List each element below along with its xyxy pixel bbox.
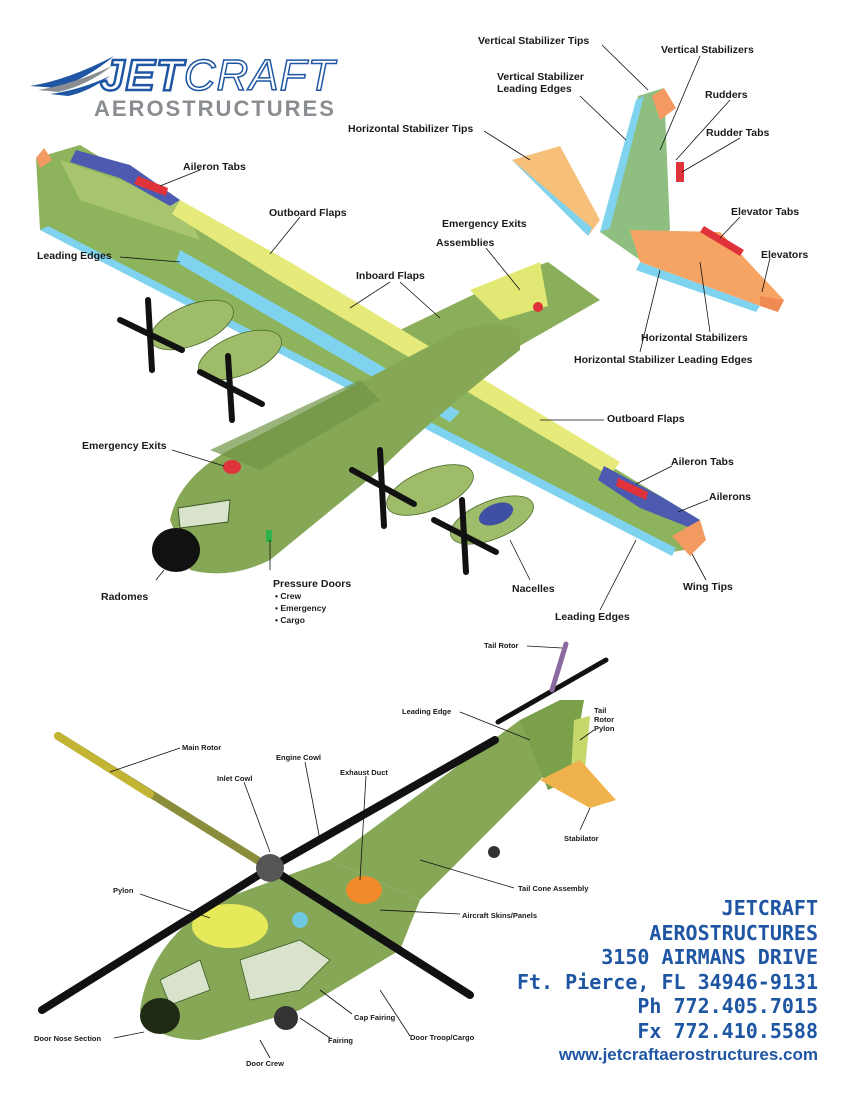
label-inlet-cowl: Inlet Cowl: [217, 774, 252, 783]
label-vertical-stabilizer-le-2: Leading Edges: [497, 83, 572, 95]
label-pylon: Pylon: [113, 886, 134, 895]
label-inboard-flaps: Inboard Flaps: [356, 270, 425, 282]
label-tail-rotor-pylon-1: Tail: [594, 706, 606, 715]
label-emergency-exits-left: Emergency Exits: [82, 440, 167, 452]
label-vertical-stabilizer-tips: Vertical Stabilizer Tips: [478, 35, 589, 47]
label-cap-fairing: Cap Fairing: [354, 1013, 396, 1022]
label-door-troop-cargo: Door Troop/Cargo: [410, 1033, 475, 1042]
label-pd-cargo: • Cargo: [275, 615, 305, 625]
contact-fax: Fx 772.410.5588: [517, 1019, 818, 1044]
label-horizontal-stabilizer-tips: Horizontal Stabilizer Tips: [348, 123, 473, 135]
label-door-crew: Door Crew: [246, 1059, 284, 1068]
label-nacelles: Nacelles: [512, 583, 555, 595]
label-leading-edge: Leading Edge: [402, 707, 451, 716]
label-door-nose-section: Door Nose Section: [34, 1034, 102, 1043]
label-rudder-tabs: Rudder Tabs: [706, 127, 770, 139]
contact-company: JETCRAFT: [517, 896, 818, 921]
label-fairing: Fairing: [328, 1036, 353, 1045]
label-pressure-doors: Pressure Doors: [273, 578, 351, 590]
label-pd-crew-text: Crew: [280, 591, 301, 601]
label-tail-rotor-pylon-2: Rotor: [594, 715, 614, 724]
label-leading-edges-left: Leading Edges: [37, 250, 112, 262]
contact-phone: Ph 772.405.7015: [517, 994, 818, 1019]
label-engine-cowl: Engine Cowl: [276, 753, 321, 762]
label-ailerons: Ailerons: [709, 491, 751, 503]
label-exhaust-duct: Exhaust Duct: [340, 768, 388, 777]
label-leading-edges-bottom: Leading Edges: [555, 611, 630, 623]
label-tail-rotor-pylon-3: Pylon: [594, 724, 615, 733]
label-pd-emergency-text: Emergency: [280, 603, 326, 613]
label-emergency-exits-top: Emergency Exits: [442, 218, 527, 230]
label-assemblies: Assemblies: [436, 237, 495, 249]
contact-website-link[interactable]: www.jetcraftaerostructures.com: [517, 1043, 818, 1068]
contact-address: 3150 AIRMANS DRIVE: [517, 945, 818, 970]
label-vertical-stabilizer-le-1: Vertical Stabilizer: [497, 71, 584, 83]
c130-illustration: [36, 88, 784, 573]
label-elevator-tabs: Elevator Tabs: [731, 206, 799, 218]
label-stabilator: Stabilator: [564, 834, 599, 843]
contact-block: JETCRAFT AEROSTRUCTURES 3150 AIRMANS DRI…: [517, 896, 818, 1068]
label-horizontal-stabilizers: Horizontal Stabilizers: [641, 332, 748, 344]
label-tail-rotor: Tail Rotor: [484, 641, 519, 650]
label-elevators: Elevators: [761, 249, 808, 261]
label-horizontal-stabilizer-leading-edges: Horizontal Stabilizer Leading Edges: [574, 354, 753, 366]
label-aileron-tabs-right: Aileron Tabs: [671, 456, 734, 468]
label-radomes: Radomes: [101, 591, 148, 603]
label-wing-tips: Wing Tips: [683, 581, 733, 593]
label-pd-cargo-text: Cargo: [280, 615, 305, 625]
contact-city: Ft. Pierce, FL 34946-9131: [517, 970, 818, 995]
label-aileron-tabs-top: Aileron Tabs: [183, 161, 246, 173]
label-outboard-flaps-right: Outboard Flaps: [607, 413, 685, 425]
label-main-rotor: Main Rotor: [182, 743, 221, 752]
label-pd-crew: • Crew: [275, 591, 302, 601]
label-tail-cone-assembly: Tail Cone Assembly: [518, 884, 589, 893]
label-outboard-flaps-top: Outboard Flaps: [269, 207, 347, 219]
contact-company-2: AEROSTRUCTURES: [517, 921, 818, 946]
label-rudders: Rudders: [705, 89, 748, 101]
label-pd-emergency: • Emergency: [275, 603, 326, 613]
label-vertical-stabilizers: Vertical Stabilizers: [661, 44, 754, 56]
